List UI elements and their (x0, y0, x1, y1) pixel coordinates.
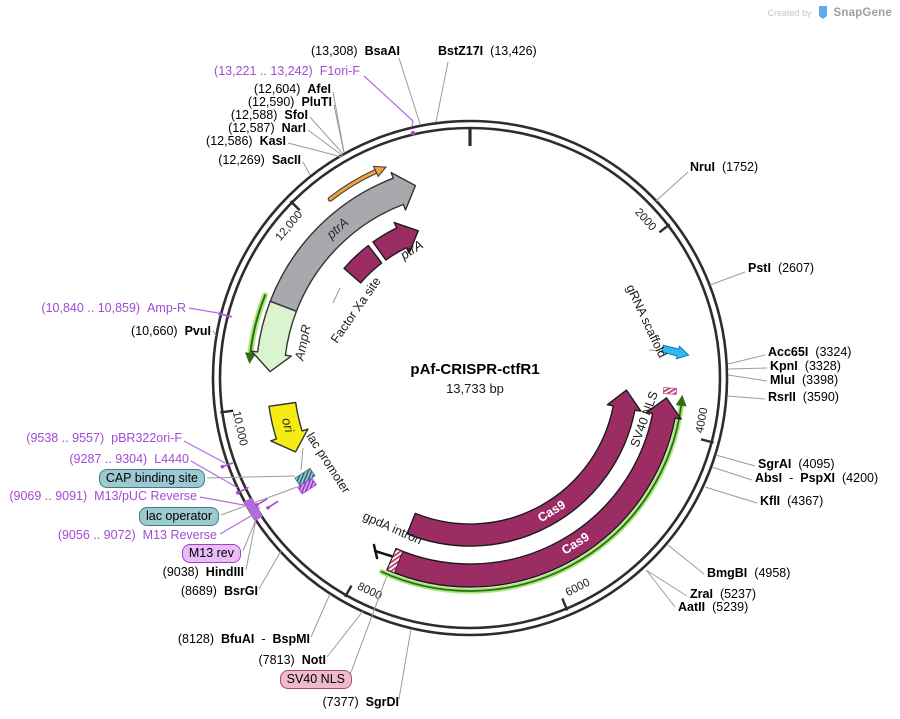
leader-line (326, 610, 364, 658)
SV40-NLS-start-marker[interactable] (386, 548, 404, 574)
primer-tick-dot (255, 503, 259, 507)
Cas9-orf-arrow-head[interactable] (675, 394, 687, 407)
leader-line-primer (219, 512, 257, 535)
leader-line-primer (363, 75, 414, 122)
f1ori-marker-dot (410, 130, 416, 136)
factor-xa-site-label: Factor Xa site (328, 274, 384, 345)
leader-line (333, 104, 345, 154)
bp-tick-label: 10,000 (230, 410, 249, 447)
leader-line (307, 129, 344, 157)
leader-line (398, 57, 421, 125)
leader-line (648, 349, 662, 352)
leader-line (727, 374, 768, 382)
leader-line (646, 570, 676, 608)
AmpR-orf-arrow-head[interactable] (244, 352, 256, 364)
leader-line-primer (190, 460, 239, 489)
bp-tick-label: 6000 (564, 577, 592, 599)
gRNA-scaffold-label: gRNA scaffold (623, 282, 669, 360)
feature-AmpR[interactable] (250, 300, 298, 373)
leader-line (206, 475, 296, 479)
plasmid-size: 13,733 bp (446, 381, 504, 396)
ptrA-promoter-arrow-head[interactable] (372, 165, 388, 178)
primer-tick-dot (236, 490, 240, 495)
bp-tick (344, 584, 353, 598)
snapgene-logo-icon (818, 6, 828, 19)
leader-line (300, 447, 304, 471)
leader-line (287, 142, 343, 158)
feature-label-ori: ori (279, 416, 297, 435)
feature-ptrA-cds-1[interactable] (343, 244, 383, 284)
feature-ptrA-region[interactable] (269, 171, 417, 312)
leader-line (302, 161, 311, 176)
feature-Cas9-inner[interactable] (406, 389, 642, 547)
ptrA-promoter-arrow-core[interactable] (328, 169, 378, 201)
feature-ptrA-cds-2[interactable] (372, 221, 419, 261)
primer-tick[interactable] (237, 486, 249, 494)
leader-line (309, 116, 344, 155)
leader-line (332, 287, 341, 304)
gRNA-scaffold-arrow[interactable] (660, 342, 690, 361)
leader-line (727, 354, 766, 365)
plasmid-backbone-outer (211, 119, 729, 637)
leader-line (727, 367, 768, 370)
leader-line-primer (188, 307, 219, 314)
leader-line (258, 550, 282, 590)
lac-operator-marker[interactable] (297, 477, 317, 495)
bp-tick (561, 597, 569, 611)
leader-line (667, 544, 705, 575)
leader-line (212, 330, 217, 337)
primer-tick[interactable] (267, 500, 279, 509)
feature-ori[interactable] (268, 401, 309, 453)
leader-line (398, 628, 412, 700)
leader-line (711, 466, 753, 481)
bp-tick-label: 8000 (355, 581, 383, 603)
SV40-NLS-end-marker[interactable] (662, 387, 678, 395)
leader-line (310, 593, 331, 638)
leader-line (220, 486, 298, 516)
leader-line (645, 569, 688, 597)
bp-tick (700, 438, 714, 444)
bp-tick-label: 4000 (694, 407, 710, 434)
leader-line (655, 171, 689, 202)
bp-tick (658, 223, 671, 234)
primer-tick[interactable] (219, 313, 232, 318)
leader-line (245, 518, 257, 571)
leader-line (242, 516, 258, 552)
feature-label-AmpR: AmpR (291, 323, 313, 362)
snapgene-watermark: Created by SnapGene (767, 6, 892, 19)
leader-line (715, 454, 756, 467)
primer-tick[interactable] (256, 498, 268, 506)
AmpR-orf-arrow-core[interactable] (249, 294, 267, 354)
plasmid-title-block: pAf-CRISPR-ctfR1 13,733 bp (410, 361, 539, 396)
snapgene-brand-text: SnapGene (833, 6, 892, 19)
created-by-text: Created by (767, 7, 812, 18)
bp-tick-label: 12,000 (274, 209, 306, 244)
feature-Cas9-outer[interactable] (386, 397, 682, 588)
leader-line (709, 271, 746, 286)
primer-tick-dot (266, 505, 270, 510)
primer-tick-dot (220, 464, 225, 469)
ptrA-AmpR-seam (269, 300, 297, 312)
leader-line (726, 395, 766, 400)
leader-line (349, 561, 393, 676)
leader-line (704, 486, 758, 504)
feature-M13-rev-arc[interactable] (243, 497, 263, 522)
primer-tick[interactable] (222, 462, 234, 468)
Cas9-orf-arrow-core[interactable] (380, 404, 683, 592)
leader-line-primer (411, 120, 414, 127)
gpdA-intron-bracket[interactable] (373, 549, 393, 558)
primer-tick-dot (218, 312, 222, 316)
leader-line-primer (183, 440, 226, 464)
bp-tick (220, 409, 234, 414)
plasmid-name: pAf-CRISPR-ctfR1 (410, 361, 540, 378)
bp-tick (289, 200, 301, 212)
leader-line (435, 61, 449, 123)
